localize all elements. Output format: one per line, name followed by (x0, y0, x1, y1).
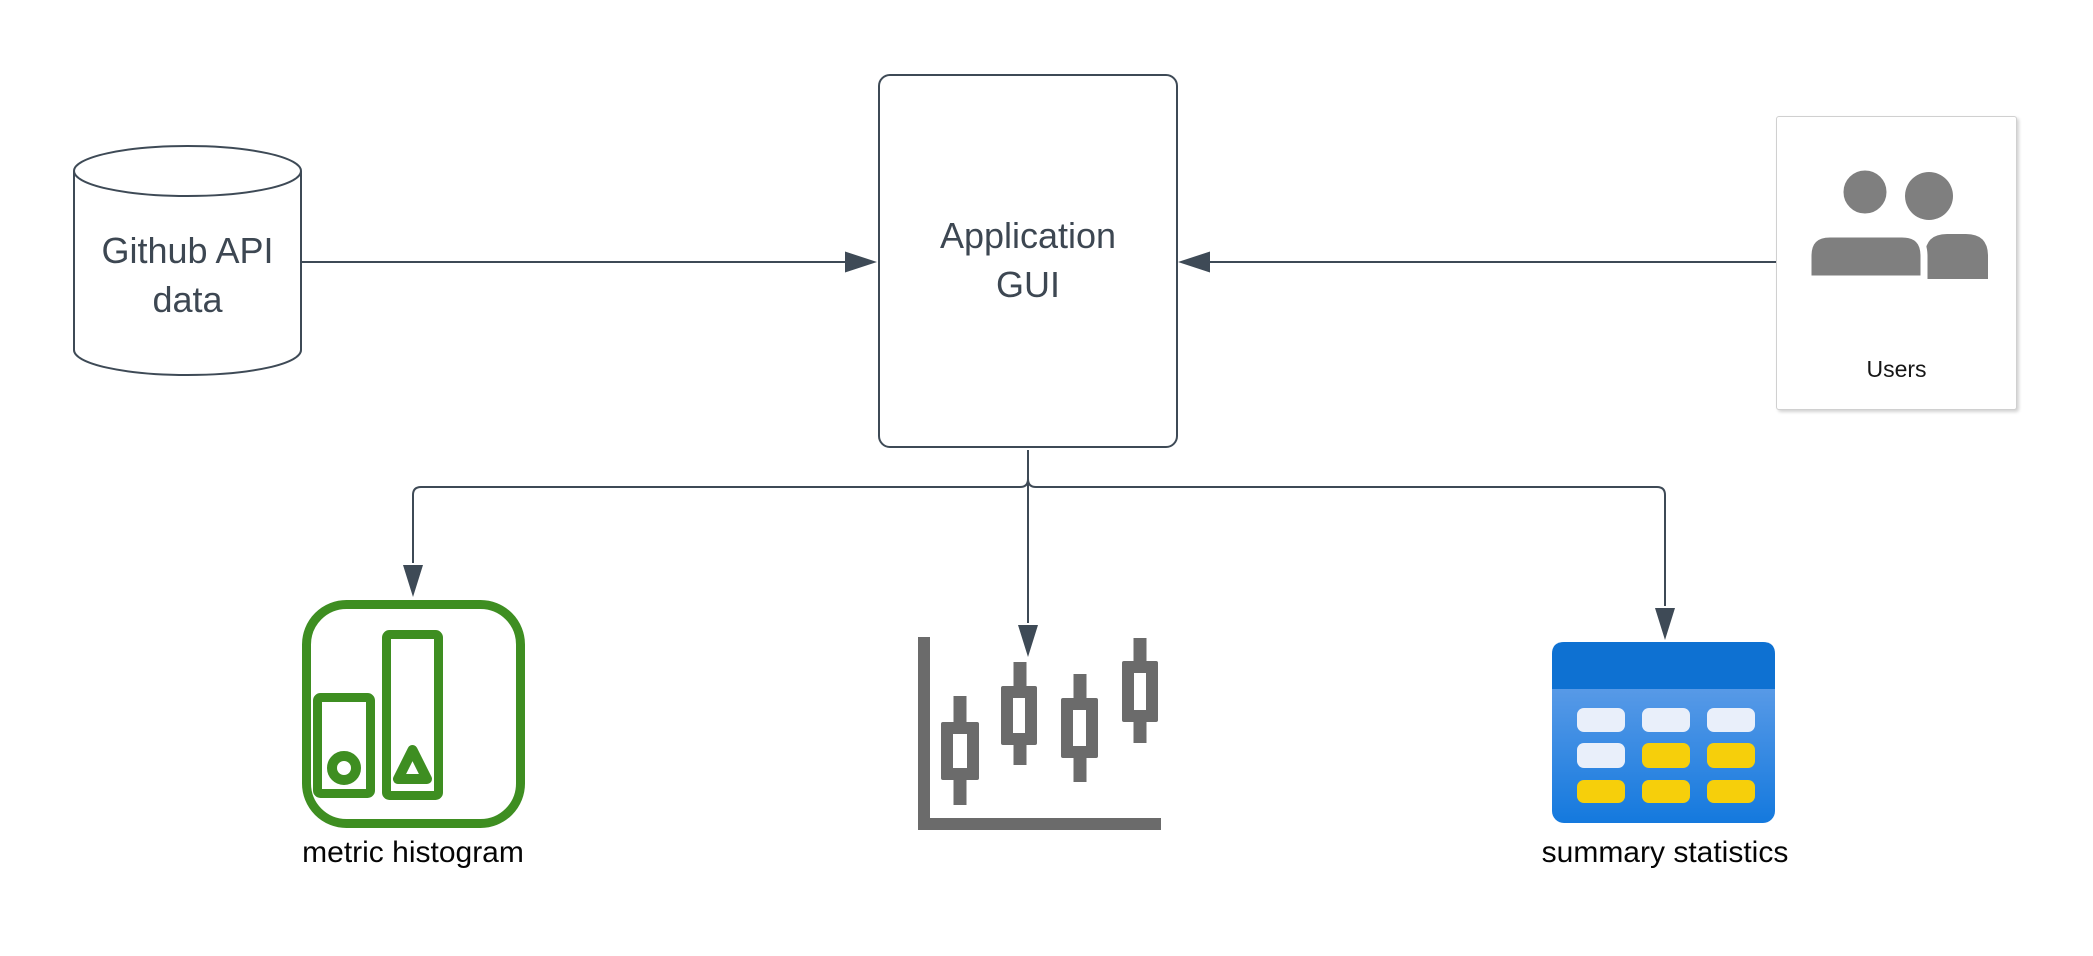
back-person-torso (1925, 234, 1988, 279)
node-application-gui: Application GUI (878, 74, 1178, 448)
candle-2 (1001, 662, 1037, 765)
cylinder-top (73, 145, 302, 197)
appgui-label-line1: Application (939, 215, 1117, 257)
arrowhead-into-appgui-right (1178, 251, 1210, 273)
github-node-label: Github API data (73, 175, 302, 377)
cylinder-body (73, 171, 302, 376)
table-cell-r1c3 (1707, 708, 1755, 732)
candle-4 (1122, 638, 1158, 743)
node-users: Users (1776, 116, 2017, 410)
candle-1-body-inner (953, 734, 967, 768)
appgui-label-line2: GUI (995, 264, 1060, 305)
candle-y-axis (918, 637, 930, 830)
summary-statistics-label: summary statistics (1541, 836, 1789, 869)
table-header-band (1552, 642, 1775, 689)
histogram-bar-short (313, 693, 375, 798)
arrowhead-into-appgui-left (845, 251, 877, 273)
front-person-head (1836, 163, 1894, 221)
github-label-line2: data (152, 279, 223, 320)
edge-appgui-to-table (1027, 450, 1666, 606)
people-icon (1804, 163, 1988, 283)
table-cells (1577, 708, 1755, 803)
table-cell-r3c1 (1577, 780, 1625, 803)
table-cell-r3c3 (1707, 780, 1755, 803)
edge-appgui-to-histogram (412, 450, 1029, 563)
node-github-api-data: Github API data (73, 145, 302, 377)
candle-3-body-inner (1073, 710, 1086, 746)
candle-4-body-inner (1134, 673, 1146, 710)
table-cell-r3c2 (1642, 780, 1690, 803)
histogram-frame (302, 600, 525, 828)
candle-3 (1061, 674, 1098, 782)
cylinder-shape (73, 145, 302, 376)
candle-x-axis (918, 818, 1161, 830)
arrowhead-into-table (1655, 608, 1675, 640)
arrowhead-into-candlestick (1018, 625, 1038, 657)
table-cell-r2c3 (1707, 743, 1755, 768)
back-person-head (1905, 172, 1953, 220)
table-cell-r2c1 (1577, 743, 1625, 768)
users-label: Users (1866, 356, 1927, 382)
github-label-line1: Github API (101, 230, 274, 272)
table-cell-r2c2 (1642, 743, 1690, 768)
front-person-torso (1804, 230, 1928, 283)
candle-2-body-inner (1013, 698, 1025, 733)
table-cell-r1c2 (1642, 708, 1690, 732)
arrowhead-into-histogram (403, 565, 423, 597)
histogram-bar-tall (382, 630, 443, 800)
candlestick-chart-icon (918, 637, 1161, 830)
histogram-icon (302, 600, 525, 828)
histogram-circle-marker (327, 751, 361, 785)
table-cell-r1c1 (1577, 708, 1625, 732)
metric-histogram-label: metric histogram (302, 836, 524, 869)
histogram-triangle-marker (393, 745, 432, 784)
candle-1 (941, 696, 979, 805)
table-icon (1552, 642, 1775, 823)
